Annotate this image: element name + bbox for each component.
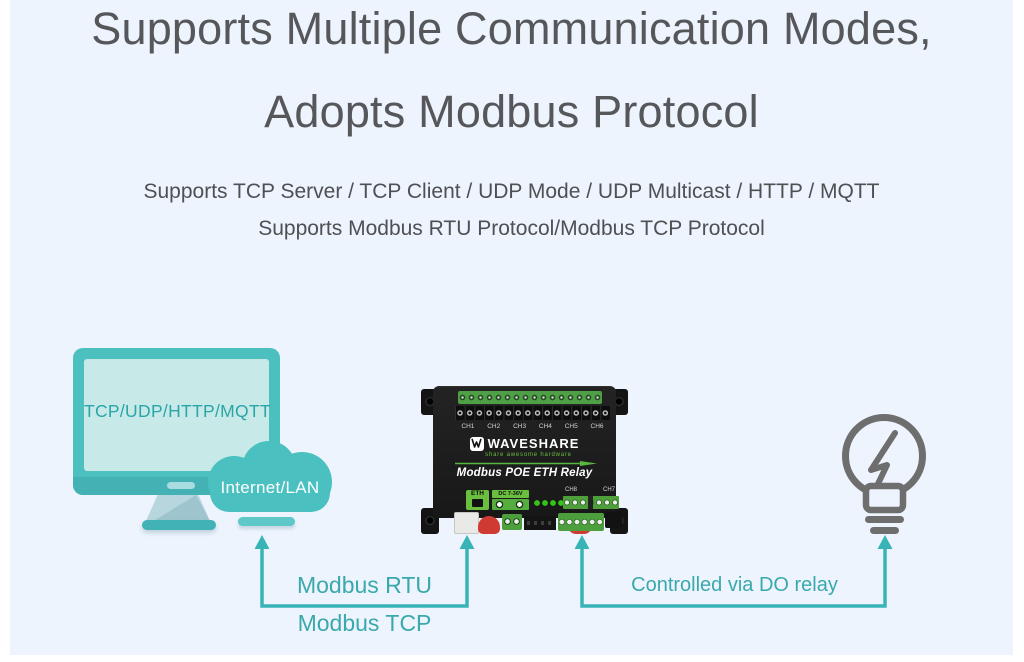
channel-label: CH7	[602, 487, 615, 493]
channel-label: CH2	[487, 423, 501, 430]
channel-label: CH1	[461, 423, 475, 430]
channel-label: CH8	[565, 487, 578, 493]
red-connector	[478, 516, 500, 534]
modbus-rtu-label: Modbus RTU	[296, 572, 433, 598]
channel-label: CH5	[564, 423, 578, 430]
eth-port-badge: ETH	[466, 490, 489, 510]
power-terminal	[492, 499, 529, 510]
subtitle-line1: Supports TCP Server / TCP Client / UDP M…	[143, 180, 880, 203]
waveshare-logo-icon	[469, 436, 484, 451]
monitor-stand	[146, 495, 210, 521]
channel-label: CH4	[538, 423, 552, 430]
product-name: Modbus POE ETH Relay	[456, 467, 593, 479]
cloud-icon	[210, 474, 330, 512]
light-bulb-icon	[842, 414, 926, 534]
terminal-screw-strip	[458, 391, 602, 404]
brand-tagline: share awesome hardware	[485, 452, 572, 458]
screw-terminal	[558, 513, 604, 531]
channel-label: CH3	[513, 423, 527, 430]
relay-terminal-block	[563, 496, 619, 509]
rj45-icon	[472, 499, 483, 507]
page-title-line2: Adopts Modbus Protocol	[264, 86, 759, 137]
brand-name: WAVESHARE	[487, 436, 580, 451]
subtitle-line2: Supports Modbus RTU Protocol/Modbus TCP …	[258, 217, 765, 240]
led-indicators	[533, 499, 565, 507]
channel-labels-row: CH1 CH2 CH3 CH4 CH5 CH6	[455, 422, 610, 431]
device-foot	[605, 512, 622, 528]
eth-label: ETH	[471, 490, 484, 497]
monitor-base	[142, 520, 216, 530]
monitor-screen	[84, 359, 269, 471]
monitor-button	[167, 482, 195, 489]
ethernet-jack	[454, 512, 479, 534]
lightning-bolt-icon	[868, 430, 898, 491]
channel-labels-bottom: CH8 CH7	[565, 487, 615, 493]
modbus-relay-device: CH1 CH2 CH3 CH4 CH5 CH6 WAVESHARE share …	[421, 386, 628, 536]
channel-label: CH6	[590, 423, 604, 430]
screw-terminal	[502, 514, 522, 530]
do-relay-label: Controlled via DO relay	[631, 574, 838, 596]
monitor-screen-label: TCP/UDP/HTTP/MQTT	[84, 401, 271, 421]
cloud-base-pill	[238, 517, 295, 526]
terminal-connector-row	[455, 406, 610, 420]
pin-header	[524, 516, 556, 530]
content-card	[10, 0, 1013, 655]
power-label: DC 7-36V	[492, 490, 529, 498]
green-arrow-stripe	[455, 461, 597, 466]
modbus-tcp-label: Modbus TCP	[297, 610, 432, 636]
page-title-line1: Supports Multiple Communication Modes,	[91, 3, 932, 54]
cloud-label: Internet/LAN	[220, 478, 320, 497]
